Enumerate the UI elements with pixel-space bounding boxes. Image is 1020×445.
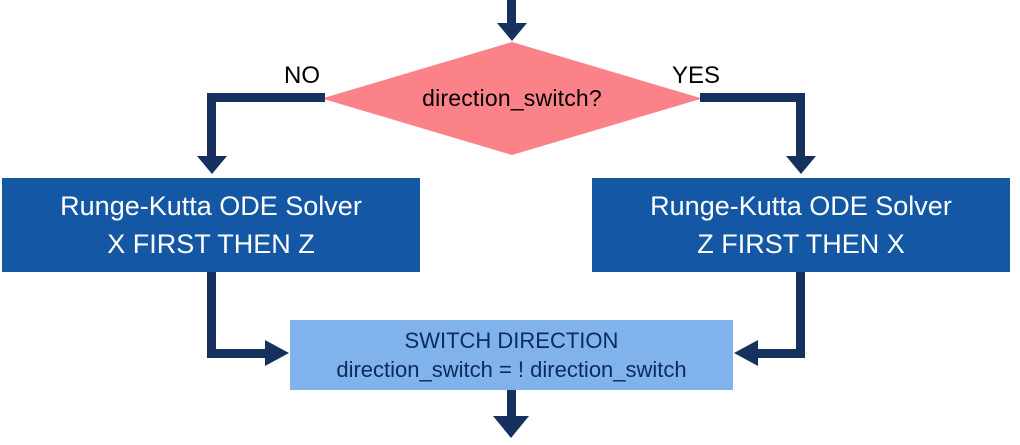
- right-merge-connector-horizontal: [757, 349, 805, 358]
- no-arrowhead-icon: [197, 156, 227, 174]
- process-box-z-first-line2: Z FIRST THEN X: [697, 229, 905, 259]
- process-box-z-first: Runge-Kutta ODE Solver Z FIRST THEN X: [592, 178, 1010, 272]
- exit-arrowhead-icon: [493, 416, 529, 438]
- left-merge-connector-vertical: [207, 272, 216, 358]
- decision-diamond: direction_switch?: [322, 42, 702, 155]
- switch-direction-box: SWITCH DIRECTION direction_switch = ! di…: [290, 320, 733, 390]
- yes-connector-horizontal: [700, 93, 805, 102]
- yes-arrowhead-icon: [786, 156, 816, 174]
- exit-arrow-stem: [507, 390, 516, 418]
- switch-direction-title: SWITCH DIRECTION: [404, 328, 619, 353]
- process-box-x-first-line1: Runge-Kutta ODE Solver: [60, 191, 362, 221]
- yes-branch-label: YES: [672, 62, 721, 89]
- process-box-z-first-line1: Runge-Kutta ODE Solver: [650, 191, 952, 221]
- left-merge-connector-horizontal: [207, 349, 267, 358]
- yes-connector-vertical: [796, 93, 805, 157]
- switch-direction-expression: direction_switch = ! direction_switch: [336, 357, 687, 382]
- no-connector-horizontal: [207, 93, 325, 102]
- process-box-x-first-line2: X FIRST THEN Z: [107, 229, 315, 259]
- entry-arrow-stem: [507, 0, 516, 24]
- entry-arrowhead-icon: [497, 23, 527, 41]
- right-merge-arrowhead-icon: [734, 340, 758, 366]
- right-merge-connector-vertical: [796, 272, 805, 358]
- no-branch-label: NO: [284, 62, 320, 89]
- decision-label: direction_switch?: [422, 85, 602, 111]
- process-box-x-first: Runge-Kutta ODE Solver X FIRST THEN Z: [2, 178, 420, 272]
- left-merge-arrowhead-icon: [265, 340, 289, 366]
- no-connector-vertical: [207, 93, 216, 157]
